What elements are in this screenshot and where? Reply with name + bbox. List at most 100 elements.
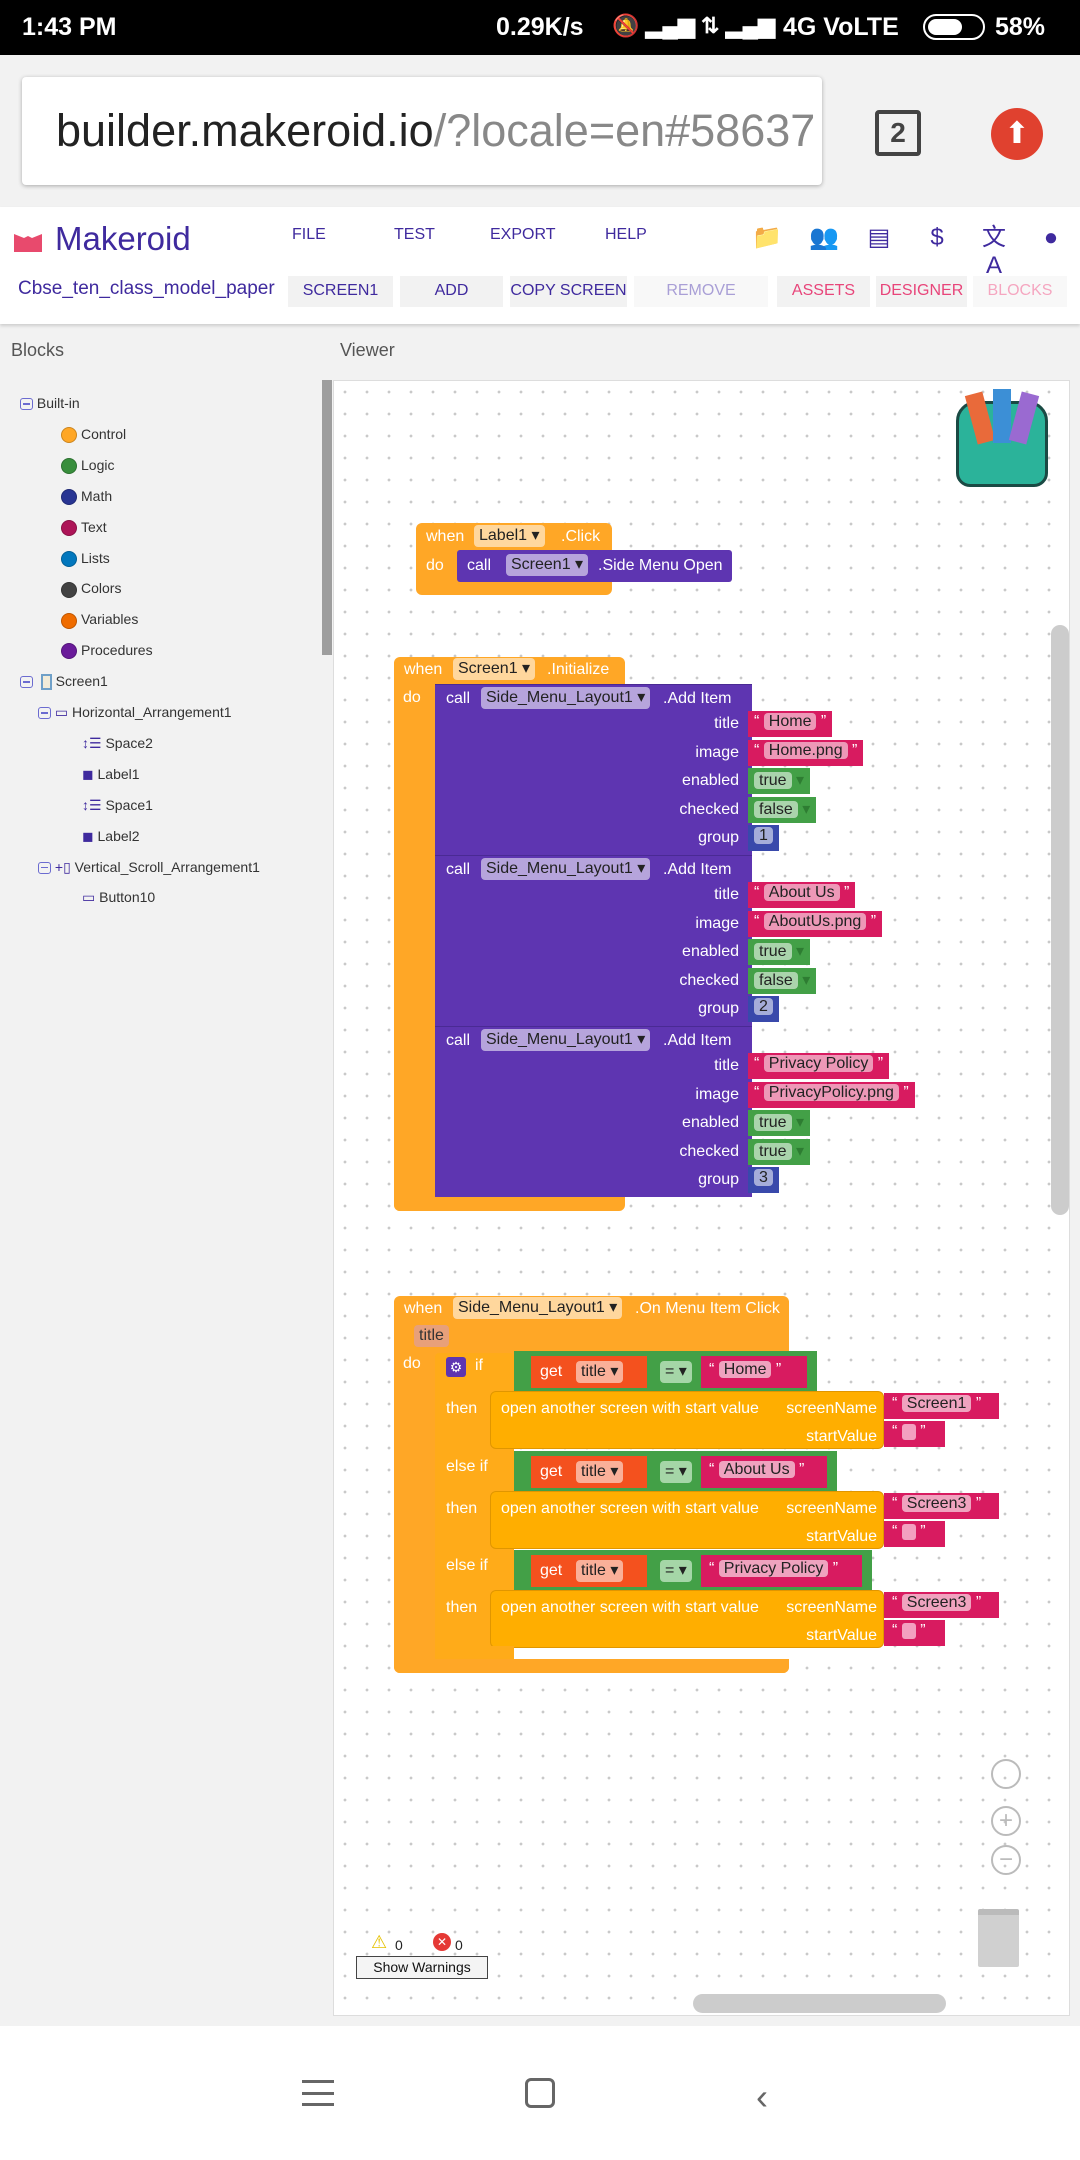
tree-screen1[interactable]: Screen1 [20, 673, 108, 691]
trash-icon[interactable] [978, 1909, 1019, 1967]
side-menu-layout-dropdown[interactable]: Side_Menu_Layout1 ▾ [481, 1029, 651, 1051]
add-item-call-block[interactable] [435, 1026, 752, 1197]
side-menu-layout-dropdown[interactable]: Side_Menu_Layout1 ▾ [453, 1297, 623, 1319]
url-bar[interactable]: builder.makeroid.io/?locale=en#58637 [22, 77, 822, 185]
start-value-string-block[interactable]: “ ” [884, 1421, 945, 1447]
copy-screen-button[interactable]: COPY SCREEN [510, 276, 627, 307]
mutator-gear-icon[interactable]: ⚙ [446, 1357, 466, 1377]
title-value-block[interactable]: “ Home ” [748, 711, 833, 737]
group-value[interactable]: 3 [754, 1169, 773, 1186]
folder-star-icon[interactable]: 📁 [752, 224, 782, 251]
variable-dropdown[interactable]: title ▾ [576, 1461, 624, 1483]
upload-arrow-icon[interactable]: ⬆ [991, 108, 1043, 160]
collapse-icon[interactable] [38, 707, 51, 720]
start-value-string-block[interactable]: “ ” [884, 1521, 945, 1547]
variable-dropdown[interactable]: title ▾ [576, 1361, 624, 1383]
checked-value-block[interactable]: true ▾ [748, 1138, 811, 1165]
title-value[interactable]: Home [763, 713, 817, 730]
screen-name-string-block[interactable]: “ Screen3 ” [884, 1592, 999, 1618]
checked-value-block[interactable]: false ▾ [748, 796, 817, 823]
group-value[interactable]: 2 [754, 998, 773, 1015]
tree-category-colors[interactable]: Colors [61, 580, 121, 598]
group-value-block[interactable]: 1 [748, 825, 779, 851]
zoom-out-icon[interactable]: − [991, 1845, 1021, 1875]
group-value-block[interactable]: 3 [748, 1167, 779, 1193]
compare-value[interactable]: Home [718, 1361, 772, 1378]
menu-help[interactable]: HELP [605, 226, 647, 243]
tree-builtin[interactable]: Built-in [20, 395, 80, 411]
image-value-block[interactable]: “ PrivacyPolicy.png ” [748, 1081, 915, 1108]
tree-label2[interactable]: ◼ Label2 [82, 828, 140, 845]
operator-dropdown[interactable]: = ▾ [660, 1461, 692, 1483]
dollar-icon[interactable]: $ [930, 224, 944, 251]
image-value-block[interactable]: “ AboutUs.png ” [748, 910, 883, 937]
checked-value-block[interactable]: false ▾ [748, 967, 817, 994]
account-icon[interactable]: ● [1043, 224, 1059, 251]
side-menu-layout-dropdown[interactable]: Side_Menu_Layout1 ▾ [481, 858, 651, 880]
title-value[interactable]: Privacy Policy [763, 1055, 874, 1072]
blocks-button[interactable]: BLOCKS [973, 276, 1067, 307]
vertical-scrollbar[interactable] [1051, 625, 1069, 1215]
tree-space1[interactable]: ↕☰ Space1 [82, 797, 153, 814]
horizontal-scrollbar[interactable] [693, 1994, 946, 2013]
tree-category-math[interactable]: Math [61, 488, 112, 505]
remove-screen-button[interactable]: REMOVE SCREEN [634, 276, 768, 307]
screen-name-value[interactable]: Screen3 [901, 1594, 972, 1611]
tab-count-button[interactable]: 2 [875, 110, 921, 156]
screen-name-string-block[interactable]: “ Screen1 ” [884, 1393, 999, 1419]
assets-button[interactable]: ASSETS [777, 276, 870, 307]
image-value[interactable]: PrivacyPolicy.png [763, 1083, 899, 1101]
title-value[interactable]: About Us [763, 884, 840, 901]
image-value[interactable]: Home.png [763, 741, 848, 759]
designer-button[interactable]: DESIGNER [876, 276, 967, 307]
screen1-component-dropdown[interactable]: Screen1 ▾ [453, 658, 536, 680]
add-item-call-block[interactable] [435, 855, 752, 1026]
home-icon[interactable] [525, 2078, 555, 2108]
screen1-component-dropdown[interactable]: Screen1 ▾ [506, 554, 589, 576]
enabled-value-block[interactable]: true ▾ [748, 939, 811, 965]
show-warnings-button[interactable]: Show Warnings [356, 1956, 488, 1979]
side-menu-layout-dropdown[interactable]: Side_Menu_Layout1 ▾ [481, 687, 651, 709]
tree-category-procedures[interactable]: Procedures [61, 642, 153, 660]
menu-icon[interactable] [302, 2080, 334, 2106]
operator-dropdown[interactable]: = ▾ [660, 1560, 692, 1582]
label1-component-dropdown[interactable]: Label1 ▾ [474, 525, 545, 547]
tree-label1[interactable]: ◼ Label1 [82, 766, 140, 783]
add-item-call-block[interactable] [435, 684, 752, 855]
enabled-value-block[interactable]: true ▾ [748, 1110, 811, 1136]
menu-file[interactable]: FILE [292, 226, 326, 243]
back-icon[interactable]: ‹ [756, 2076, 768, 2117]
empty-string-value[interactable] [901, 1622, 916, 1639]
screen-name-value[interactable]: Screen3 [901, 1495, 972, 1512]
open-another-screen-block[interactable] [490, 1391, 884, 1449]
collapse-icon[interactable] [20, 398, 33, 411]
screen-name-string-block[interactable]: “ Screen3 ” [884, 1493, 999, 1519]
operator-dropdown[interactable]: = ▾ [660, 1361, 692, 1383]
screen-select-button[interactable]: SCREEN1 [288, 276, 393, 307]
tree-category-text[interactable]: Text [61, 519, 107, 536]
people-icon[interactable]: 👥 [809, 224, 839, 251]
zoom-in-icon[interactable]: + [991, 1806, 1021, 1836]
add-screen-button[interactable]: ADD SCREEN [400, 276, 503, 307]
image-value[interactable]: AboutUs.png [763, 912, 867, 930]
compare-value[interactable]: Privacy Policy [718, 1560, 829, 1577]
collapse-icon[interactable] [38, 861, 51, 874]
menu-test[interactable]: TEST [394, 226, 435, 243]
library-icon[interactable]: ▤ [867, 224, 891, 251]
title-value-block[interactable]: “ Privacy Policy ” [748, 1053, 890, 1079]
tree-horizontal-arrangement[interactable]: ▭ Horizontal_Arrangement1 [38, 704, 232, 721]
event-param-title[interactable]: title [414, 1325, 449, 1347]
menu-export[interactable]: EXPORT [490, 226, 556, 243]
side-menu-open-call-block[interactable] [457, 550, 732, 582]
translate-icon[interactable]: 文A [982, 224, 1006, 279]
compare-string-block[interactable]: “ Home ” [701, 1356, 807, 1388]
empty-string-value[interactable] [901, 1523, 916, 1540]
sidebar-scrollbar[interactable] [322, 380, 332, 655]
tree-category-lists[interactable]: Lists [61, 550, 110, 567]
collapse-icon[interactable] [20, 676, 33, 689]
variable-dropdown[interactable]: title ▾ [576, 1560, 624, 1582]
tree-vertical-scroll-arrangement[interactable]: +▯ Vertical_Scroll_Arrangement1 [38, 859, 260, 876]
tree-category-variables[interactable]: Variables [61, 611, 138, 629]
compare-string-block[interactable]: “ About Us ” [701, 1456, 827, 1488]
